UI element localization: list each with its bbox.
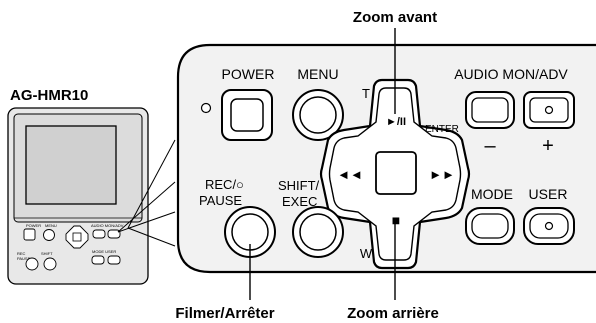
device-mini-power-button [23,228,36,241]
audio-mon-adv-label: AUDIO MON/ADV [454,66,568,82]
callout-zoom-out: Zoom arrière [347,305,439,322]
device-screen [25,125,117,205]
device-mini-menu: MENU [45,223,57,228]
audio-plus-dot [544,105,554,115]
play-pause-icon: ►/II [386,116,406,128]
rec-label: REC/○ [205,177,244,192]
device-mini-rec: REC [17,251,26,256]
power-label: POWER [222,66,275,82]
audio-plus-label: + [542,135,554,157]
exec-label: EXEC [282,194,317,209]
callout-zoom-in: Zoom avant [353,9,437,26]
device-mini-shift-button [43,257,57,271]
device-mini-menu-button [43,229,55,241]
device-mini-pause: PAUSE [17,256,31,261]
user-label: USER [529,186,568,202]
zoom-connector-lines [117,139,176,247]
device-mini-audio: AUDIO MON/ADV [91,223,124,228]
device-mini-power: POWER [26,223,41,228]
user-dot [544,221,554,231]
enter-button[interactable] [375,151,417,195]
stop-icon: ■ [392,212,400,228]
rewind-icon: ◄◄ [337,167,363,182]
mode-label: MODE [471,186,513,202]
shift-label: SHIFT/ [278,178,320,193]
pause-label: PAUSE [199,193,242,208]
menu-label: MENU [297,66,338,82]
callout-lines [249,28,396,300]
audio-minus-label: – [484,135,496,157]
callout-record: Filmer/Arrêter [175,305,274,322]
device-illustration: POWER MENU AUDIO MON/ADV REC PAUSE SHIFT… [7,107,149,285]
device-model-label: AG-HMR10 [10,87,88,104]
device-mini-rec-button [25,257,39,271]
device-mini-mode-user: MODE USER [92,249,116,254]
tele-label: T [362,86,370,101]
fast-forward-icon: ►► [429,167,455,182]
device-mini-shift: SHIFT [41,251,53,256]
enter-label: ENTER [425,124,459,135]
wide-label: W [360,246,373,261]
dpad [319,78,471,270]
power-indicator-led [200,102,212,114]
